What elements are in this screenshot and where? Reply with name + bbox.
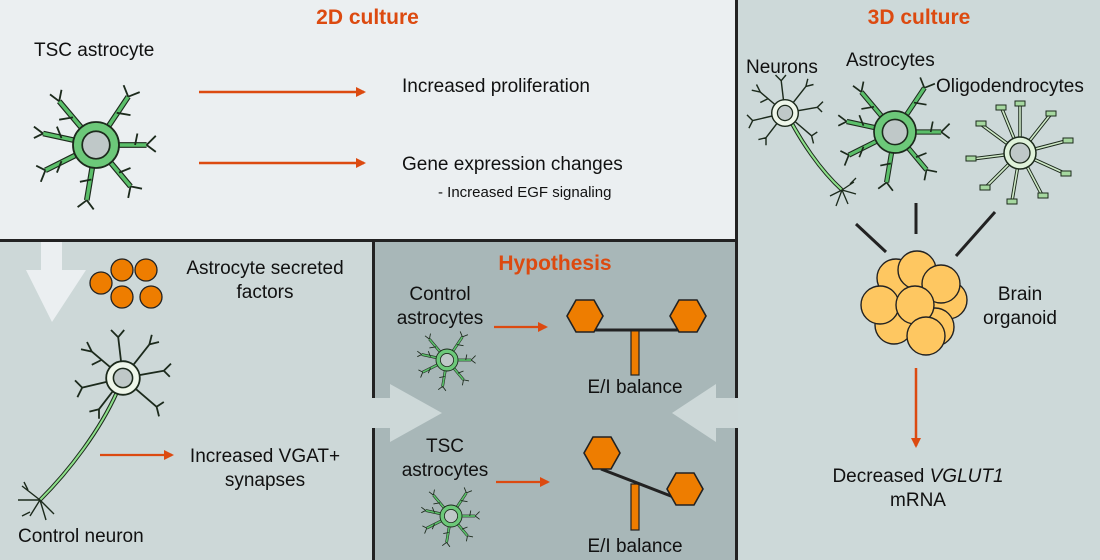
control-neuron-illustration — [18, 329, 172, 521]
control-astrocytes-line1: Control — [409, 284, 471, 305]
panel-hypothesis: Hypothesis Control astrocytes TSC astroc… — [372, 242, 738, 560]
brain-organoid-illustration — [860, 250, 968, 356]
ei-balance-label-tsc: E/I balance — [587, 536, 683, 557]
brain-organoid-line1: Brain — [997, 284, 1043, 305]
panel-2d-culture: 2D culture TSC astrocyte Increased proli… — [0, 0, 738, 242]
oligodendrocytes-label: Oligodendrocytes — [936, 76, 1084, 97]
tsc-astrocyte-label: TSC astrocyte — [34, 40, 155, 61]
result-proliferation: Increased proliferation — [402, 76, 590, 97]
arrow-3d-to-hypothesis — [672, 384, 738, 442]
vglut1-result-line2: mRNA — [890, 490, 946, 511]
control-astrocytes-line2: astrocytes — [396, 308, 484, 329]
ei-balance-label-control: E/I balance — [587, 377, 683, 398]
vgat-result-line2: synapses — [224, 470, 306, 491]
3d-astrocyte-illustration — [838, 77, 949, 190]
result-egf-signaling: - Increased EGF signaling — [438, 184, 612, 201]
panel-title-2d: 2D culture — [316, 6, 419, 29]
panel-title-3d: 3D culture — [867, 6, 971, 29]
arrow-coculture-to-hypothesis — [372, 384, 442, 442]
imbalanced-ei-scale — [583, 436, 704, 531]
organoid-connector-lines — [854, 203, 997, 257]
tsc-astrocytes-line2: astrocytes — [401, 460, 489, 481]
secreted-factors-icon — [89, 258, 163, 309]
control-neuron-label: Control neuron — [18, 526, 144, 547]
oligodendrocyte-illustration — [965, 100, 1074, 205]
vglut1-result-line1: Decreased VGLUT1 — [778, 466, 1058, 488]
tsc-astrocytes-line1: TSC — [426, 436, 464, 457]
secreted-factors-label-line2: factors — [236, 282, 294, 303]
brain-organoid-line2: organoid — [983, 308, 1057, 329]
down-arrow-to-coculture — [26, 242, 86, 322]
vgat-result-line1: Increased VGAT+ — [189, 446, 341, 467]
result-gene-expression: Gene expression changes — [402, 154, 623, 175]
secreted-factors-label-line1: Astrocyte secreted — [186, 258, 344, 279]
astrocytes-label: Astrocytes — [846, 50, 935, 71]
balanced-ei-scale — [566, 299, 707, 376]
panel-title-hypothesis: Hypothesis — [498, 252, 612, 275]
vglut1-gene-name: VGLUT1 — [929, 466, 1004, 487]
tsc-astrocyte-illustration — [34, 85, 156, 209]
vglut1-result-prefix: Decreased — [832, 466, 930, 487]
3d-neuron-illustration — [746, 74, 857, 207]
control-astrocyte-small — [415, 330, 477, 393]
tsc-astrocyte-small — [419, 486, 481, 549]
neurons-label: Neurons — [746, 57, 818, 78]
